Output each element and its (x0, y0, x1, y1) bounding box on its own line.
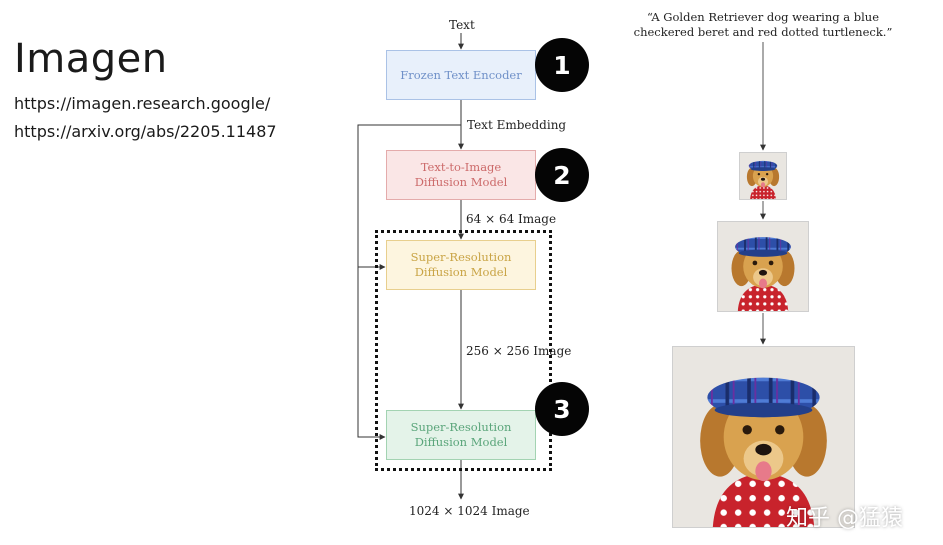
box-label-line: Super-Resolution (410, 420, 512, 434)
frozen-text-encoder-box: Frozen Text Encoder (386, 50, 536, 100)
slide-title: Imagen (14, 36, 168, 82)
box-label-line: Diffusion Model (414, 435, 508, 449)
img256-label: 256 × 256 Image (466, 344, 572, 358)
super-resolution-stage-outline (375, 230, 552, 471)
embedding-branch-line (357, 124, 461, 440)
generated-image-64 (739, 152, 787, 200)
prompt-line: “A Golden Retriever dog wearing a blue (646, 10, 880, 24)
text-to-image-diffusion-box: Text-to-Image Diffusion Model (386, 150, 536, 200)
input-text-label: Text (449, 18, 475, 32)
imagen-site-link[interactable]: https://imagen.research.google/ (14, 94, 271, 113)
step-badge-3: 3 (535, 382, 589, 436)
box-label-line: Text-to-Image (420, 160, 502, 174)
text-embedding-label: Text Embedding (467, 118, 567, 132)
super-resolution-diffusion-box-1: Super-Resolution Diffusion Model (386, 240, 536, 290)
zhihu-watermark: 知乎 @猛猿 (786, 506, 903, 531)
box-label-line: Frozen Text Encoder (400, 67, 522, 82)
box-label-line: Super-Resolution (410, 250, 512, 264)
img1024-label: 1024 × 1024 Image (409, 504, 530, 518)
super-resolution-diffusion-box-2: Super-Resolution Diffusion Model (386, 410, 536, 460)
step-badge-1: 1 (535, 38, 589, 92)
box-label-line: Diffusion Model (414, 265, 508, 279)
step-badge-2: 2 (535, 148, 589, 202)
example-prompt: “A Golden Retriever dog wearing a blue c… (628, 10, 898, 40)
img64-label: 64 × 64 Image (466, 212, 557, 226)
generated-image-256 (717, 221, 809, 312)
box-label-line: Diffusion Model (414, 175, 508, 189)
generated-image-1024 (672, 346, 855, 528)
prompt-line: checkered beret and red dotted turtlenec… (633, 25, 893, 39)
arxiv-paper-link[interactable]: https://arxiv.org/abs/2205.11487 (14, 122, 277, 141)
